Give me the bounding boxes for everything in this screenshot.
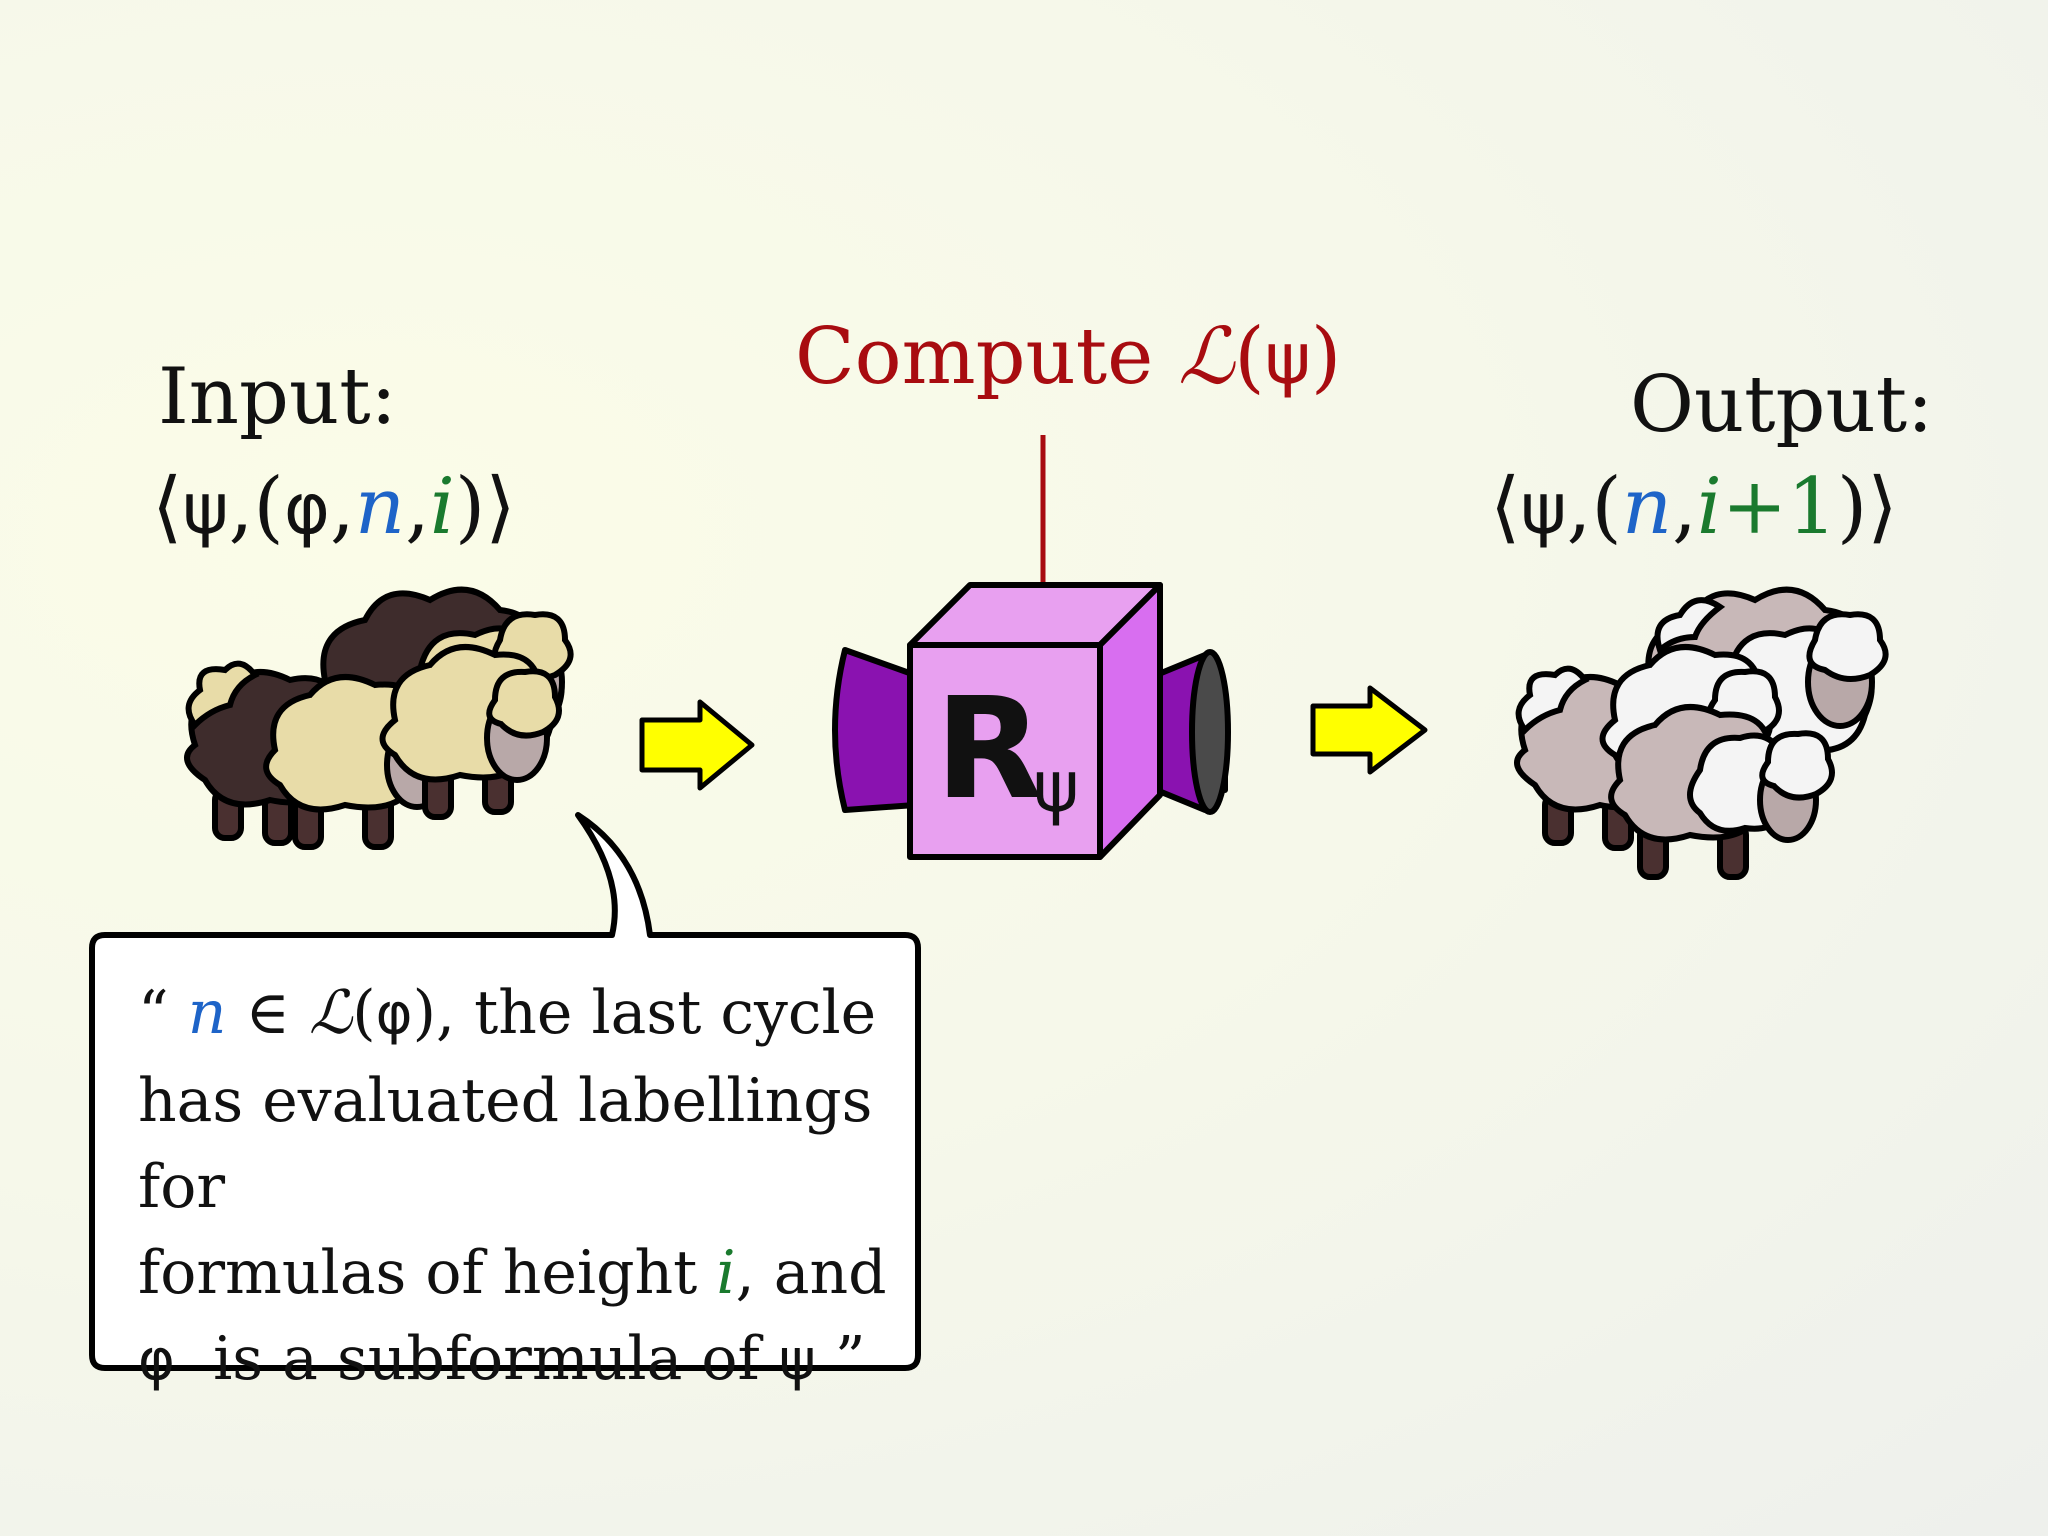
- i-variable: i: [1696, 462, 1722, 552]
- n-variable: n: [187, 978, 227, 1048]
- sheep-flock-dark-icon: [184, 586, 574, 850]
- callout-text-run: is a subformula of: [174, 1324, 779, 1394]
- phi-symbol: φ: [138, 1328, 175, 1393]
- angle-open: ⟨: [152, 462, 183, 552]
- element-of: ∈: [226, 978, 309, 1048]
- n-variable: n: [1621, 462, 1673, 552]
- phi-symbol: φ: [283, 468, 331, 550]
- output-tuple: ⟨ψ,(n,i+1)⟩: [1490, 462, 1898, 552]
- i-variable: i: [429, 462, 455, 552]
- punct: ,: [1672, 462, 1697, 552]
- callout-line-2: has evaluated labellings for: [138, 1066, 873, 1222]
- arrow-right-icon: [639, 699, 755, 791]
- callout-text: “ n ∈ ℒ(φ), the last cycle has evaluated…: [138, 970, 918, 1404]
- n-variable: n: [354, 462, 406, 552]
- psi-symbol: ψ: [1520, 468, 1567, 550]
- machine-box-icon: [832, 582, 1231, 860]
- punct: (: [1234, 312, 1265, 402]
- phi-symbol: φ: [375, 982, 413, 1047]
- punct: ): [1310, 312, 1342, 402]
- script-l-symbol: ℒ: [1178, 312, 1235, 402]
- input-tuple: ⟨ψ,(φ,n,i)⟩: [152, 462, 516, 552]
- callout-line-4: φ is a subformula of ψ ”: [138, 1316, 918, 1404]
- machine-subscript: ψ: [1033, 746, 1080, 828]
- machine-letter: R: [935, 668, 1043, 831]
- output-heading: Output:: [1630, 360, 1934, 450]
- punct: (: [352, 978, 376, 1048]
- speech-bubble: [89, 812, 921, 1371]
- callout-line-3: formulas of height i, and: [138, 1230, 918, 1316]
- callout-text-run: formulas of height: [138, 1238, 717, 1308]
- punct: ,(: [1566, 462, 1622, 552]
- punct: ,: [405, 462, 430, 552]
- compute-label: Compute ℒ(ψ): [795, 312, 1341, 402]
- sheep-flock-white-icon: [1514, 586, 1889, 880]
- callout-line-1: “ n ∈ ℒ(φ), the last cycle: [138, 970, 918, 1058]
- quote-open: “: [138, 978, 188, 1048]
- punct: ,: [330, 462, 355, 552]
- callout-text-run: , and: [735, 1238, 887, 1308]
- punct: ,(: [228, 462, 284, 552]
- psi-symbol: ψ: [182, 468, 229, 550]
- angle-open: ⟨: [1490, 462, 1521, 552]
- quote-close: ”: [815, 1324, 866, 1394]
- i-variable: i: [716, 1238, 736, 1308]
- script-l-symbol: ℒ: [308, 978, 353, 1048]
- angle-close: )⟩: [454, 462, 516, 552]
- plus-one: +1: [1721, 462, 1837, 552]
- angle-close: )⟩: [1836, 462, 1898, 552]
- input-heading: Input:: [158, 352, 397, 442]
- psi-symbol: ψ: [1264, 318, 1311, 400]
- compute-word: Compute: [795, 312, 1179, 402]
- arrow-right-icon: [1310, 685, 1428, 775]
- callout-text-run: ), the last cycle: [412, 978, 877, 1048]
- psi-symbol: ψ: [778, 1328, 816, 1393]
